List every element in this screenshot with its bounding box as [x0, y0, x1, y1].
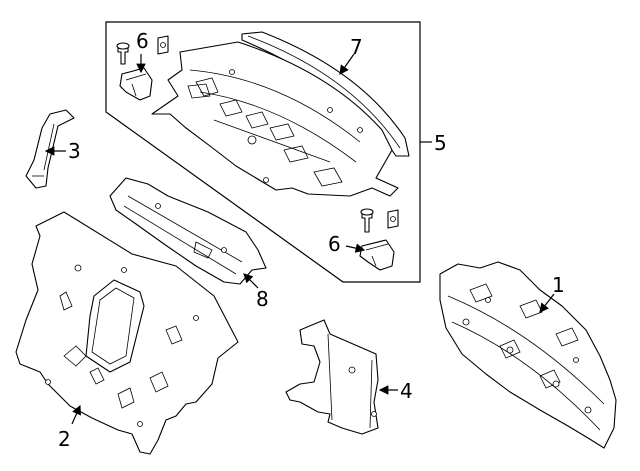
- part-6-lower-bracket: [359, 208, 399, 271]
- callout-4: 4: [400, 379, 413, 403]
- part-8-cross-member: [109, 177, 267, 285]
- leader-8: [243, 273, 259, 289]
- callout-8: 8: [256, 287, 269, 311]
- part-5-rear-shelf-panel: [151, 41, 399, 197]
- part-1-rear-wall-assembly: [439, 261, 617, 449]
- callout-3: 3: [68, 139, 81, 163]
- part-3-side-bracket: [25, 109, 75, 189]
- leader-7: [339, 53, 355, 75]
- assembly-5-frame: [105, 21, 421, 283]
- part-2-rear-panel: [15, 211, 239, 455]
- part-4-vertical-bracket: [285, 319, 379, 435]
- callout-6-upper: 6: [136, 29, 149, 53]
- leader-1: [539, 293, 555, 313]
- leader-6b: [345, 243, 366, 253]
- callout-2: 2: [58, 427, 71, 451]
- callout-7: 7: [350, 35, 363, 59]
- callout-1: 1: [552, 273, 565, 297]
- part-6-upper-bracket: [116, 35, 169, 101]
- leader-2: [71, 404, 81, 425]
- callout-5: 5: [434, 131, 447, 155]
- callout-6-lower: 6: [328, 232, 341, 256]
